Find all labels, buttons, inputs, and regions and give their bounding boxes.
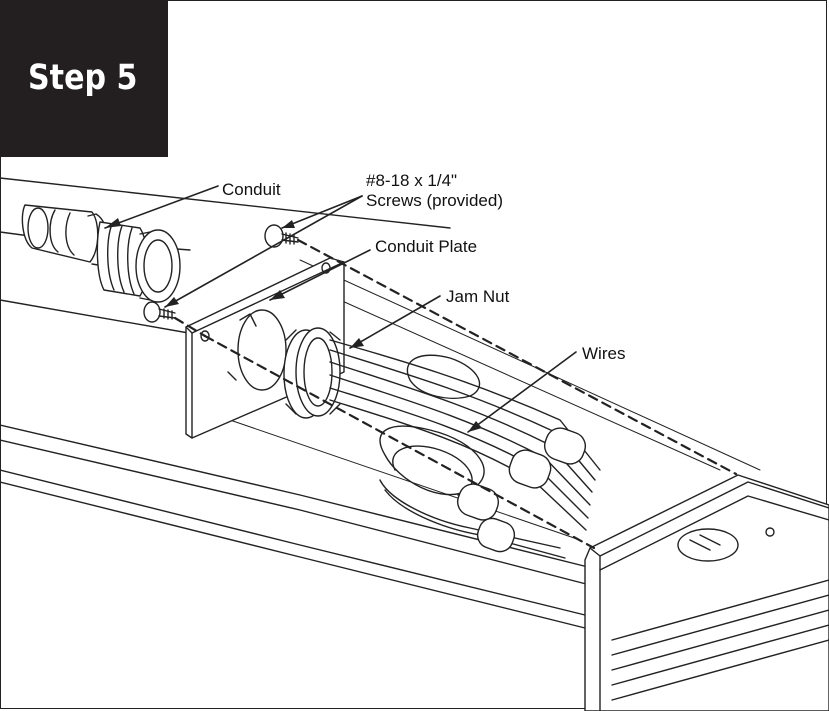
conduit-fitting: [21, 204, 181, 303]
screws-provided-label: Screws (provided): [366, 191, 503, 210]
raceway-housing: [0, 177, 761, 629]
conduit-plate-label: Conduit Plate: [375, 237, 478, 256]
screws: [143, 224, 299, 323]
alignment-lines: [173, 238, 738, 550]
wire-bundle: [329, 339, 601, 559]
step-badge: Step 5: [0, 0, 168, 157]
arrowheads: [105, 218, 482, 432]
jam-nut-label: Jam Nut: [446, 287, 510, 306]
junction-box: [584, 474, 829, 711]
step-title: Step 5: [28, 58, 138, 98]
wires-label: Wires: [582, 344, 626, 363]
conduit-label: Conduit: [222, 180, 281, 199]
screws-spec-label: #8-18 x 1/4": [366, 171, 458, 190]
leader-lines: [104, 185, 577, 433]
